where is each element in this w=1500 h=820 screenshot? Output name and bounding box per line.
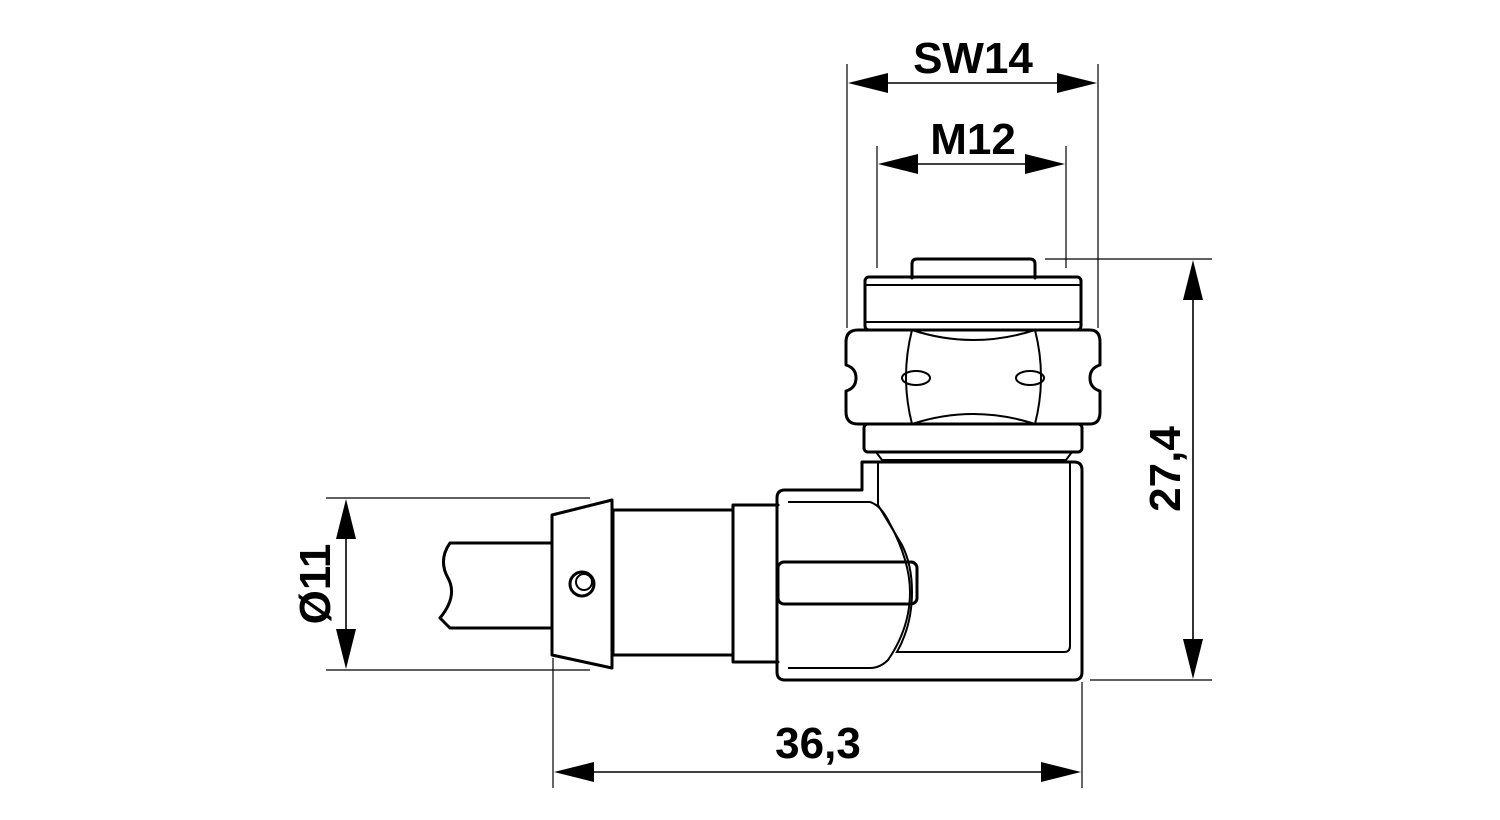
lower-collar xyxy=(862,422,1084,454)
dimension-length: 36,3 xyxy=(552,658,1083,788)
connector-outline xyxy=(438,257,1102,682)
cable xyxy=(438,541,554,630)
angled-housing xyxy=(775,460,1084,682)
housing-inner-contour xyxy=(877,462,1071,653)
dimension-cable-diameter: Ø11 xyxy=(291,497,590,671)
nut-dimple-right xyxy=(1015,370,1045,386)
sw14-label: SW14 xyxy=(913,34,1033,83)
cable-clamp-ring xyxy=(550,498,614,670)
diameter-label: Ø11 xyxy=(291,544,340,625)
dimension-sw14: SW14 xyxy=(846,34,1099,328)
hex-nut xyxy=(844,328,1102,426)
bend-relief-rear xyxy=(731,503,780,664)
nut-dimple-left xyxy=(901,370,931,386)
housing-grip-shell xyxy=(788,501,912,669)
m12-label: M12 xyxy=(930,115,1016,164)
bend-relief-front xyxy=(611,508,735,657)
height-label: 27,4 xyxy=(1141,426,1190,512)
dimension-height: 27,4 xyxy=(1045,258,1212,681)
dimension-m12: M12 xyxy=(876,115,1067,268)
clamp-screw xyxy=(568,570,596,598)
grip-slot xyxy=(776,560,919,606)
length-label: 36,3 xyxy=(775,719,861,768)
thread-cap xyxy=(910,257,1037,280)
